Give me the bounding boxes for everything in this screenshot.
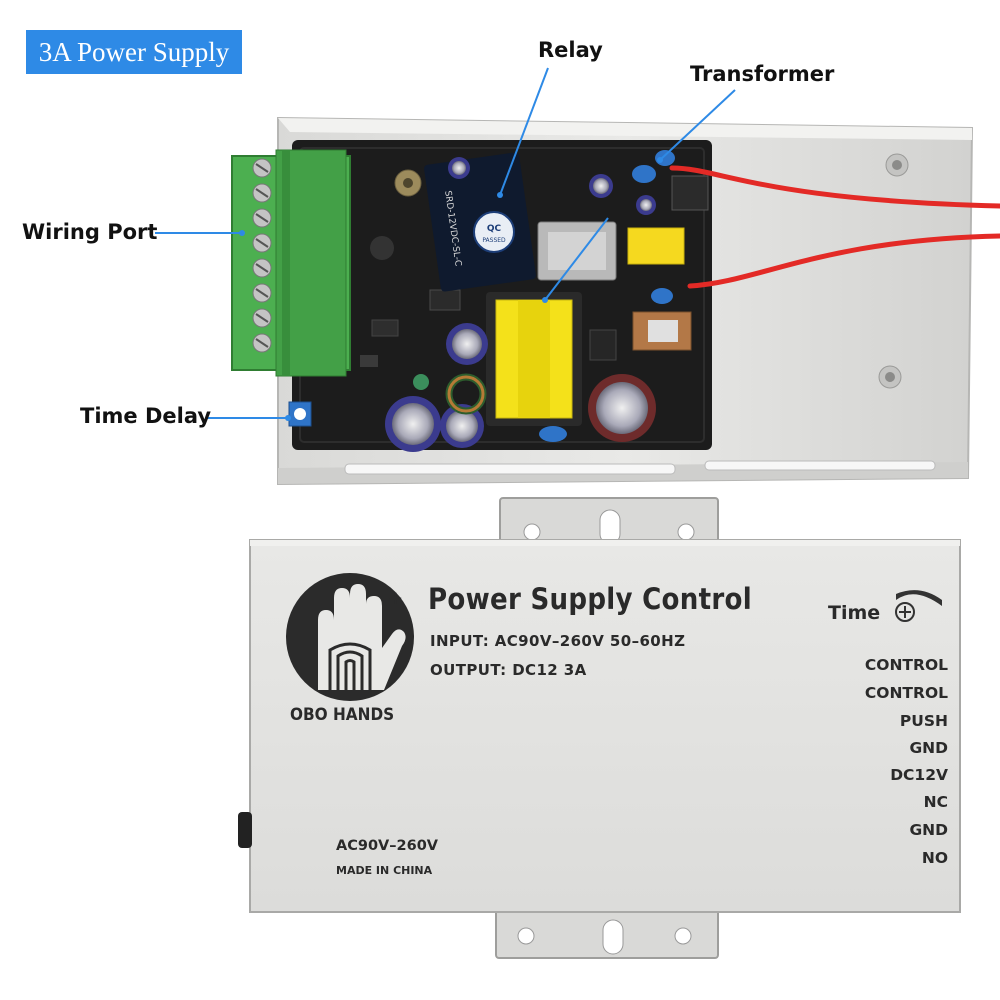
callout-transformer: Transformer [690, 62, 835, 86]
fuse-holder [671, 175, 709, 211]
terminal-label: CONTROL [864, 656, 948, 674]
voltage-label: AC90V–260V [336, 838, 439, 854]
output-value: DC12 3A [512, 661, 587, 679]
closed-enclosure [238, 497, 961, 959]
terminal-label: DC12V [890, 766, 948, 784]
time-knob-icon [895, 590, 942, 622]
mains-wires [669, 165, 1000, 289]
origin-label: MADE IN CHINA [336, 864, 433, 877]
output-spec: OUTPUT: DC12 3A [430, 661, 587, 679]
svg-text:+: + [388, 588, 403, 609]
terminal-block [231, 149, 351, 377]
input-label: INPUT: [430, 632, 490, 650]
callout-wiring-port: Wiring Port [22, 220, 158, 244]
terminal-label: PUSH [899, 712, 948, 730]
terminal-label: NO [921, 849, 948, 867]
terminal-label: CONTROL [864, 684, 948, 702]
brand-logo: + [286, 573, 414, 701]
terminal-label: GND [909, 739, 948, 757]
title-badge: 3A Power Supply [26, 30, 242, 74]
time-label: Time [828, 602, 881, 624]
callout-lines [155, 67, 736, 419]
panel-title: Power Supply Control [428, 582, 752, 616]
ceramic-capacitors [539, 150, 675, 442]
relay-qc-text: QC [487, 224, 502, 234]
callout-time-delay: Time Delay [80, 404, 212, 428]
terminal-label: NC [923, 793, 948, 811]
callout-relay: Relay [538, 38, 603, 62]
terminal-label: GND [909, 821, 948, 839]
brand-name: OBO HANDS [290, 705, 395, 725]
input-spec: INPUT: AC90V–260V 50–60HZ [430, 632, 685, 650]
relay-passed-text: PASSED [482, 237, 506, 244]
output-label: OUTPUT: [430, 661, 507, 679]
input-value: AC90V–260V 50–60HZ [494, 632, 686, 650]
electrolytic-capacitors [385, 157, 656, 452]
x-capacitor [627, 227, 685, 265]
relay: QC PASSED [424, 152, 536, 292]
transformer [486, 292, 582, 426]
